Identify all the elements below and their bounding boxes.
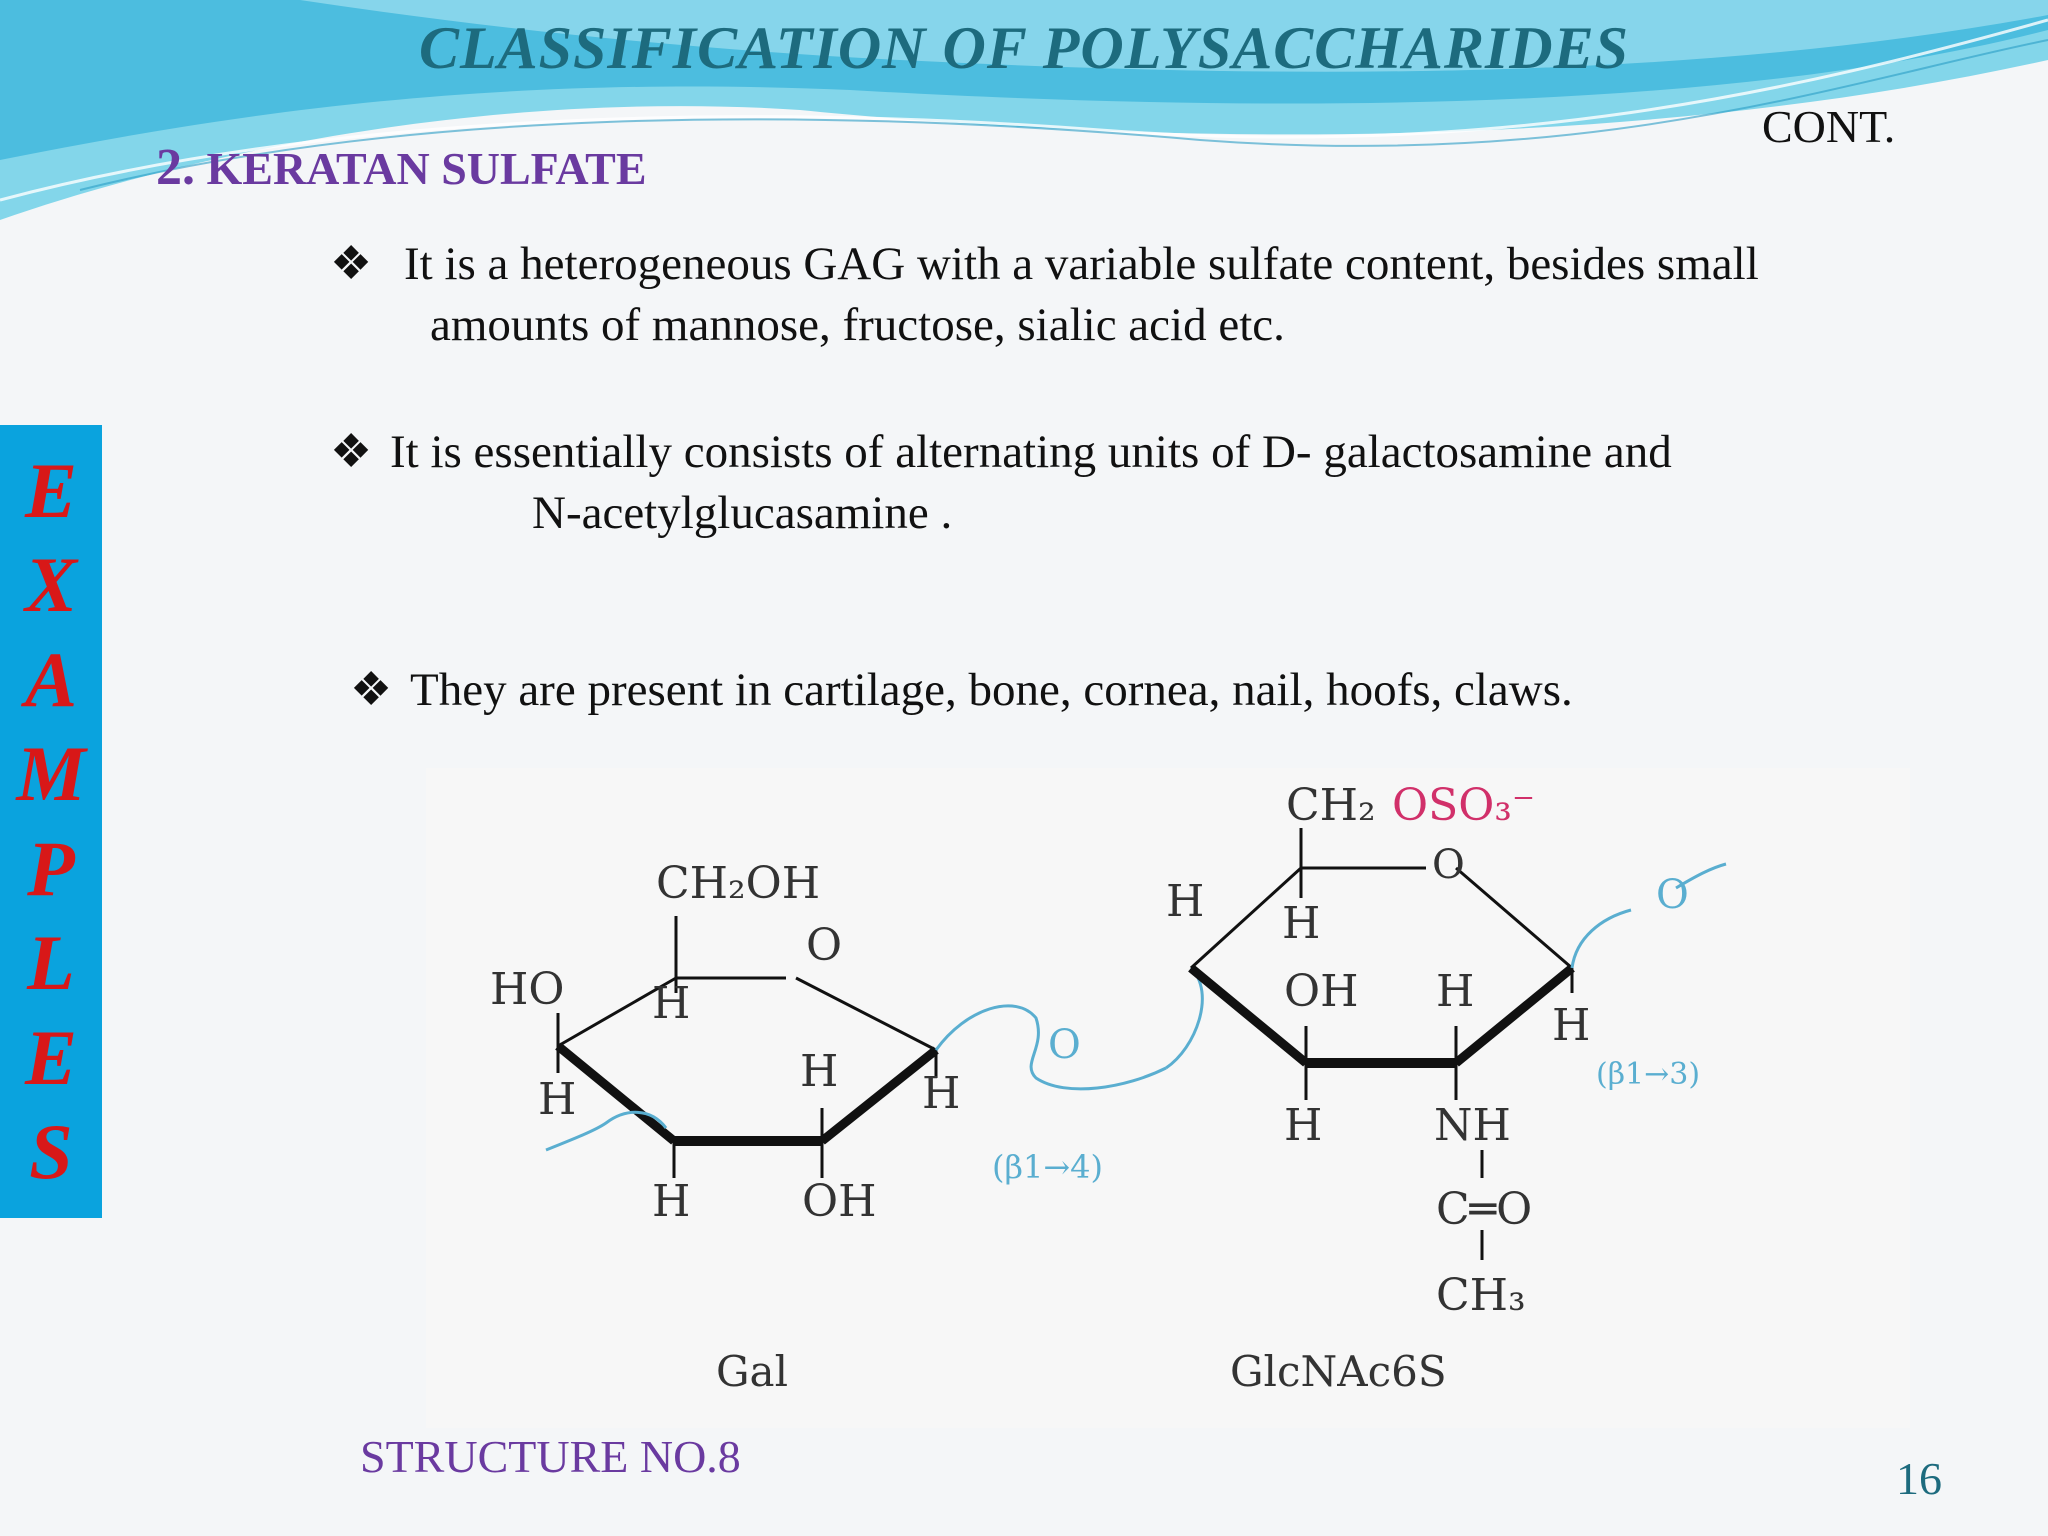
diamond-bullet-icon: ❖ <box>330 426 373 478</box>
gal-ring-oxygen: O <box>806 920 842 971</box>
diamond-bullet-icon: ❖ <box>350 664 393 716</box>
sidebar-letter: M <box>16 730 86 818</box>
section-number: 2. <box>156 139 195 196</box>
glcnac-ch3-label: CH₃ <box>1436 1270 1526 1321</box>
gal-h-c2: H <box>800 1046 838 1097</box>
section-heading: 2. KERATAN SULFATE <box>156 138 647 197</box>
bullet-1: ❖ It is a heterogeneous GAG with a variab… <box>330 234 1759 294</box>
sidebar-letter: P <box>27 824 75 912</box>
terminal-oxygen: O <box>1656 872 1689 918</box>
beta-1-4-linkage-label: (β1→4) <box>992 1148 1103 1186</box>
examples-sidebar: E X A M P L E S <box>0 425 102 1218</box>
sidebar-letter: E <box>24 1013 78 1101</box>
bullet-3: ❖ They are present in cartilage, bone, co… <box>350 660 1573 720</box>
glcnac-sulfate-label: OSO₃⁻ <box>1392 780 1535 831</box>
glcnac-h-c3: H <box>1284 1100 1322 1151</box>
bullet-text: It is essentially consists of alternatin… <box>390 426 1672 478</box>
section-title: KERATAN SULFATE <box>206 143 647 194</box>
glcnac-carbonyl-label: C═O <box>1436 1184 1532 1235</box>
glcnac-oh-label: OH <box>1284 966 1358 1017</box>
gal-ch2oh-label: CH₂OH <box>656 858 820 909</box>
bullet-2-continuation: N-acetylglucasamine . <box>532 487 953 539</box>
slide-title: CLASSIFICATION OF POLYSACCHARIDES <box>418 15 1630 81</box>
glcnac6s-label: GlcNAc6S <box>1230 1347 1447 1396</box>
glcnac-h-c2-top: H <box>1436 966 1474 1017</box>
sidebar-letter: E <box>24 446 78 534</box>
bullet-2: ❖ It is essentially consists of alternati… <box>330 422 1672 482</box>
glcnac-h-c1: H <box>1552 1000 1590 1051</box>
diamond-bullet-icon: ❖ <box>330 238 373 290</box>
glcnac-ch2-label: CH₂ <box>1286 780 1376 831</box>
linking-oxygen: O <box>1048 1022 1081 1068</box>
gal-h-c3: H <box>652 1176 690 1227</box>
gal-ho-label: HO <box>490 964 564 1015</box>
page-number: 16 <box>1896 1453 1942 1504</box>
gal-h-c1: H <box>922 1068 960 1119</box>
sidebar-letter: A <box>24 635 78 723</box>
glcnac-h-c4: H <box>1166 876 1204 927</box>
gal-h-c4: H <box>538 1074 576 1125</box>
gal-oh-label: OH <box>802 1176 876 1227</box>
gal-h-c5: H <box>652 978 690 1029</box>
gal-label: Gal <box>716 1347 788 1396</box>
glcnac-h-c5: H <box>1282 898 1320 949</box>
structure-caption: STRUCTURE NO.8 <box>360 1431 741 1482</box>
bullet-text: They are present in cartilage, bone, cor… <box>410 664 1573 716</box>
continued-label: CONT. <box>1762 101 1896 152</box>
sidebar-letter: X <box>24 541 78 629</box>
bullet-1-continuation: amounts of mannose, fructose, sialic aci… <box>430 299 1285 351</box>
glcnac-ring-oxygen: O <box>1432 842 1465 888</box>
sidebar-letter: L <box>27 919 75 1007</box>
keratan-sulfate-structure-diagram: CH₂OH O HO H H H H H OH Gal O (β1→4) CH₂ <box>426 768 1910 1428</box>
beta-1-3-linkage-label: (β1→3) <box>1596 1057 1700 1092</box>
glcnac-nh-label: NH <box>1434 1100 1511 1151</box>
sidebar-letter: S <box>29 1108 73 1196</box>
header-wave-decoration <box>0 0 2048 220</box>
bullet-text: It is a heterogeneous GAG with a variabl… <box>404 238 1759 290</box>
